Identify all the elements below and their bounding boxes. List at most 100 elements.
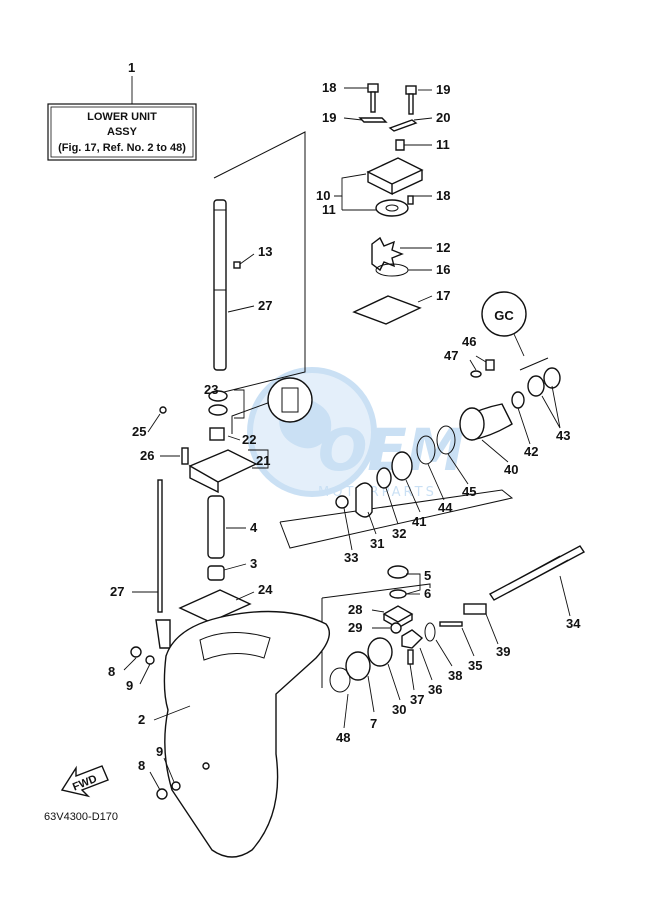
part-key-17 <box>407 195 414 205</box>
callout-3: 3 <box>250 556 257 571</box>
part-gear-31 <box>355 482 373 518</box>
callout-28: 28 <box>348 602 362 617</box>
callout-47: 47 <box>444 348 458 363</box>
part-plate-19-right <box>388 119 418 132</box>
callout-22: 23 <box>204 382 218 397</box>
part-washer-9-top <box>145 655 155 665</box>
part-gear-30 <box>367 637 393 667</box>
callout-9-top: 9 <box>126 678 133 693</box>
callout-23: 24 <box>258 582 273 597</box>
callout-30: 30 <box>392 702 406 717</box>
callout-35: 35 <box>468 658 482 673</box>
part-bolt-25 <box>181 447 189 465</box>
part-bolt-8-top <box>130 646 142 658</box>
part-washer-47 <box>470 370 482 378</box>
part-impeller-13 <box>371 236 404 272</box>
callout-18-left: 18 <box>322 80 336 95</box>
callout-36: 36 <box>428 682 442 697</box>
fwd-arrow: FWD <box>60 765 109 798</box>
grease-tag-label: GC <box>494 308 514 323</box>
part-gear-case-2 <box>163 610 330 858</box>
watermark-tagline: MOTORPARTS <box>318 485 437 500</box>
callout-9-bottom: 9 <box>156 744 163 759</box>
part-shift-cam <box>155 619 171 649</box>
gear-case-group <box>130 610 330 858</box>
part-nut-29 <box>390 622 402 634</box>
part-washer-9-bottom <box>171 781 181 791</box>
part-gasket-23 <box>178 589 252 623</box>
part-gasket-16 <box>352 295 422 325</box>
part-circlip-48 <box>329 667 351 693</box>
part-bolt-18-right <box>405 85 417 115</box>
part-water-tube-4 <box>207 495 225 559</box>
callout-labels: 18 19 19 20 11 10 11 18 12 16 17 13 27 2… <box>108 80 581 773</box>
callout-29: 29 <box>348 620 362 635</box>
part-housing-20 <box>188 449 258 494</box>
assembly-note-line3: (Fig. 17, Ref. No. 2 to 48) <box>58 142 186 154</box>
part-bushing-42 <box>511 391 525 409</box>
callout-43: 43 <box>556 428 570 443</box>
callout-1: 1 <box>128 60 135 75</box>
callout-41: 41 <box>412 514 426 529</box>
part-bearing-5 <box>387 565 409 579</box>
callout-24: 25 <box>132 424 146 439</box>
callout-12: 11 <box>436 137 450 152</box>
callout-26: 27 <box>110 584 124 599</box>
callout-8-bottom: 8 <box>138 758 145 773</box>
callout-46: 46 <box>462 334 476 349</box>
callout-8-top: 8 <box>108 664 115 679</box>
watermark-logo: OEM <box>318 416 465 484</box>
part-bolt-18-left <box>367 83 379 113</box>
callout-20: 21 <box>256 453 270 468</box>
callout-5: 5 <box>424 568 431 583</box>
callout-25: 26 <box>140 448 154 463</box>
callout-6: 6 <box>424 586 431 601</box>
part-bolt-8-bottom <box>156 788 168 800</box>
part-plunger-35 <box>439 621 463 627</box>
part-plate-19-left <box>358 117 388 123</box>
part-washer-33 <box>335 495 349 509</box>
propeller-shaft-group <box>329 545 586 693</box>
water-pump-group <box>352 83 424 325</box>
part-bolt-46 <box>485 359 495 371</box>
callout-38: 38 <box>448 668 462 683</box>
callout-17: 18 <box>436 188 450 203</box>
callout-19-left: 19 <box>322 110 336 125</box>
part-pin-24 <box>159 406 167 414</box>
part-seal-43-b <box>543 367 561 389</box>
callout-10: 10 <box>316 188 330 203</box>
grease-symbol-upper: GC <box>481 291 527 357</box>
part-seal-43-a <box>527 375 545 397</box>
callout-34: 34 <box>566 616 581 631</box>
callout-7: 7 <box>370 716 377 731</box>
callout-4: 4 <box>250 520 258 535</box>
part-clutch-36 <box>401 629 424 649</box>
callout-21: 22 <box>242 432 256 447</box>
part-pin-14 <box>233 261 241 269</box>
part-grommet-12 <box>395 139 405 151</box>
callout-37: 37 <box>410 692 424 707</box>
assembly-note-line1: LOWER UNIT <box>87 111 157 123</box>
callout-15: 16 <box>436 262 450 277</box>
part-bearing-22-bottom <box>208 404 228 416</box>
assembly-note-line2: ASSY <box>107 126 138 138</box>
part-grommet-3 <box>207 565 225 581</box>
leader-lines <box>123 87 571 791</box>
callout-16: 17 <box>436 288 450 303</box>
part-propeller-shaft-34 <box>488 545 586 601</box>
part-drive-shaft-27 <box>213 199 227 371</box>
drive-shaft-group <box>155 199 258 649</box>
part-pin-37 <box>407 649 414 665</box>
part-spring-39 <box>463 603 487 615</box>
bearing-housing-group <box>335 359 561 518</box>
callout-11: 11 <box>322 202 336 217</box>
callout-33: 33 <box>344 550 358 565</box>
part-o-ring-45 <box>436 425 456 455</box>
part-clip-38 <box>424 622 436 642</box>
callout-14: 13 <box>258 244 272 259</box>
callout-27: 27 <box>258 298 272 313</box>
part-bearing-22-top <box>208 390 228 402</box>
callout-45: 45 <box>462 484 476 499</box>
part-bearing-7 <box>345 651 371 681</box>
